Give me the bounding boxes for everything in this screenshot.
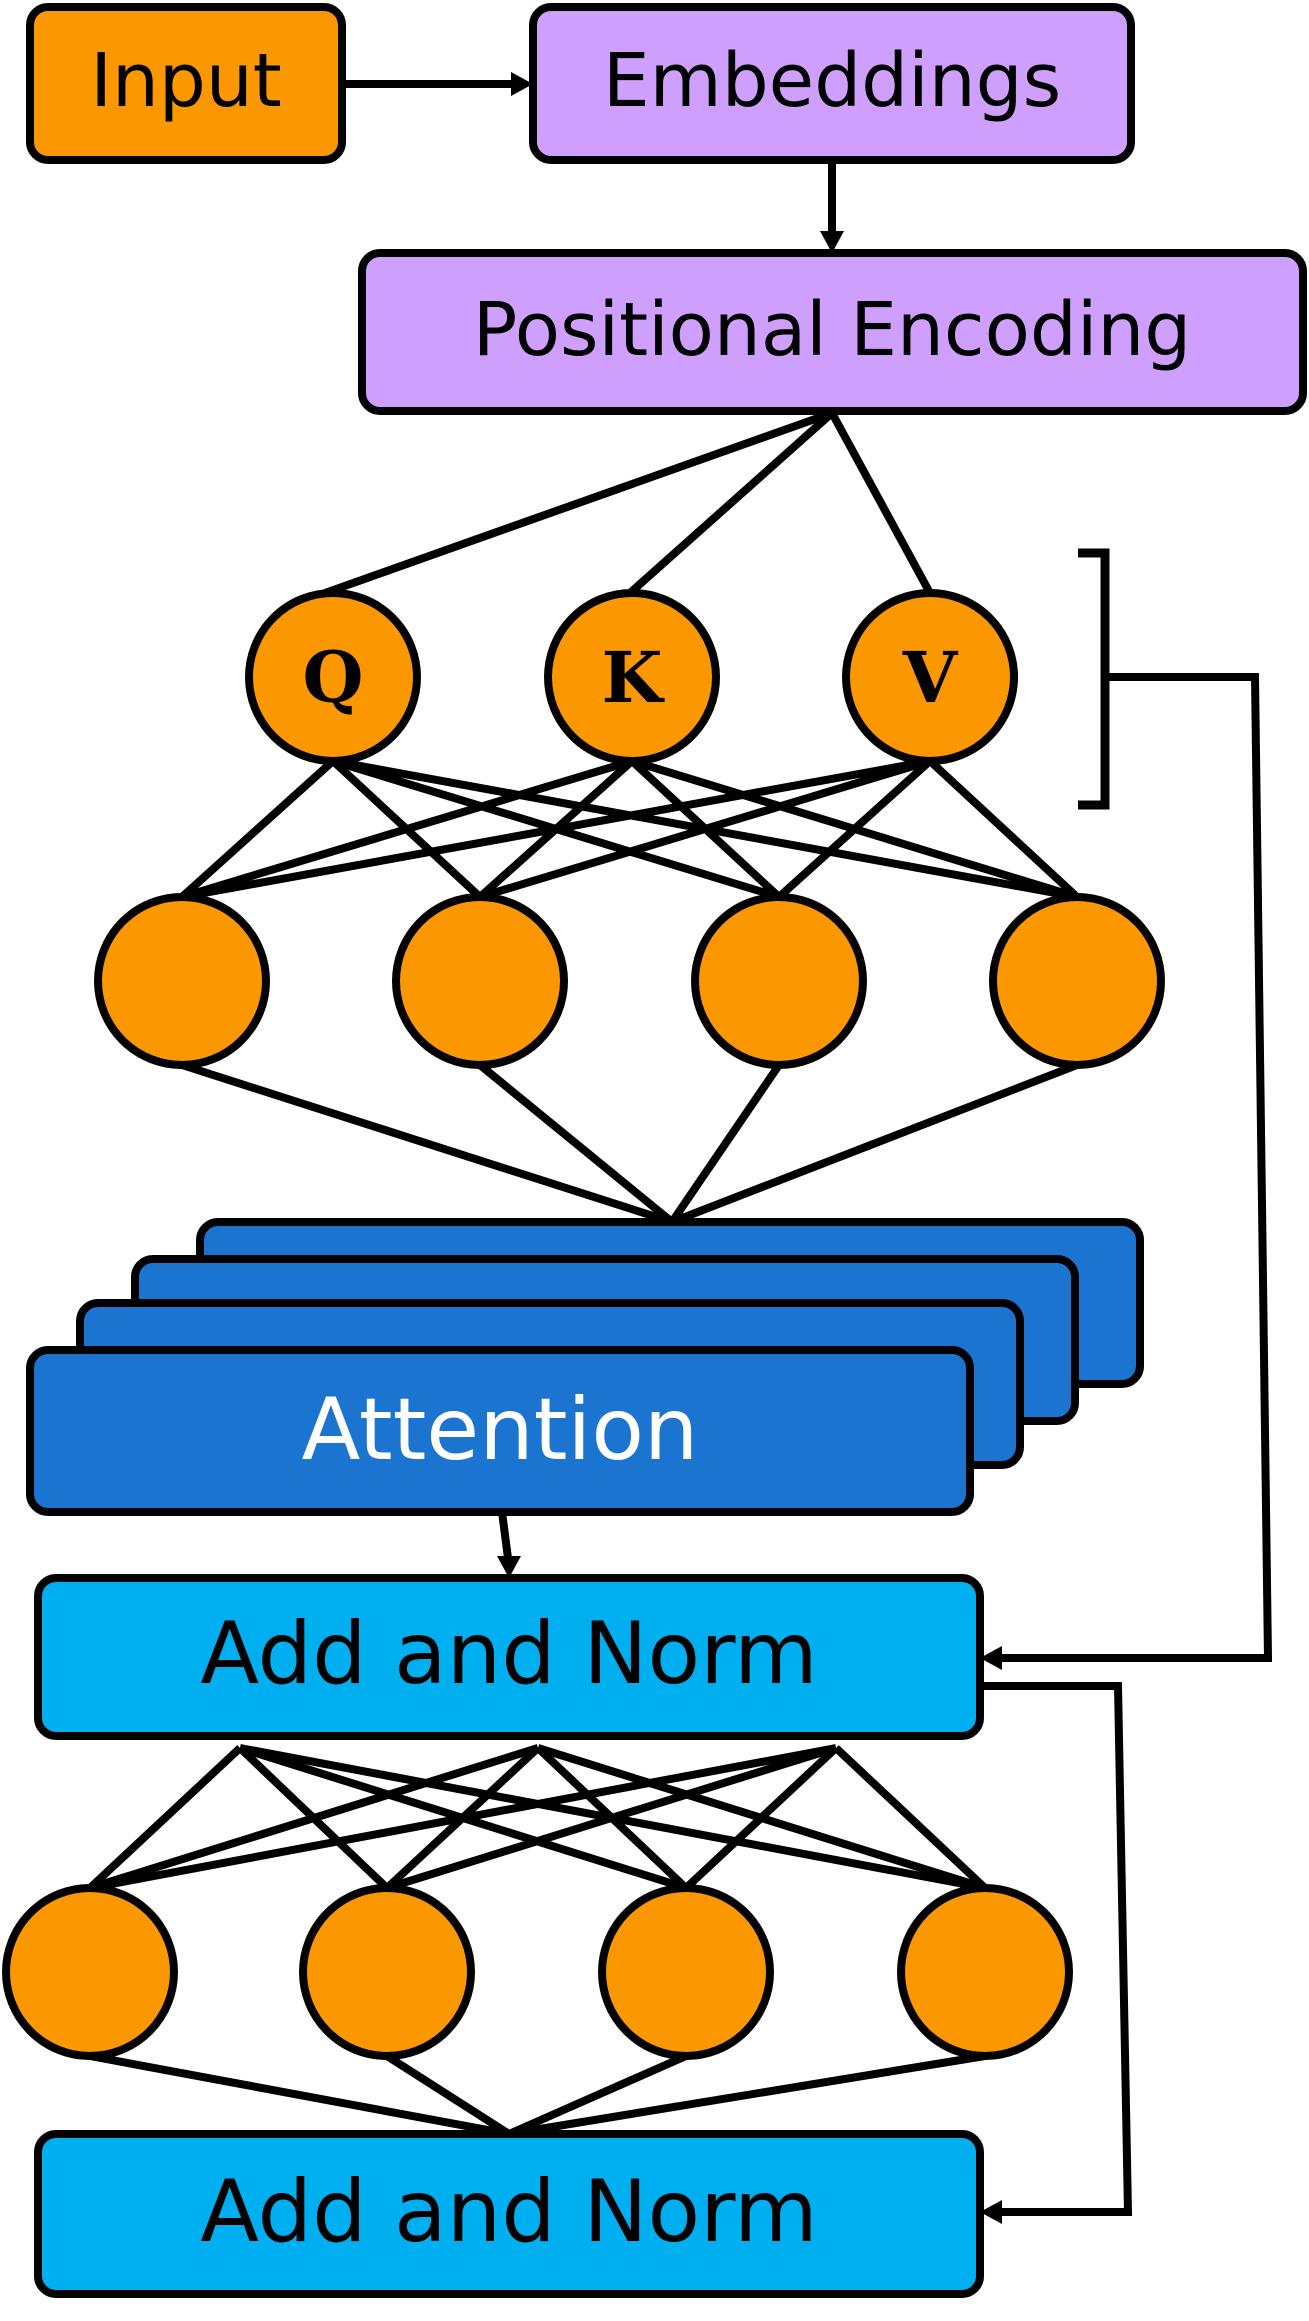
hidden-neuron	[691, 893, 867, 1069]
connection-lines	[87, 80, 1273, 2216]
input-box	[26, 3, 346, 164]
positional-encoding-node: Positional Encoding	[358, 249, 1307, 415]
hidden-to-attention-line	[477, 1061, 675, 1226]
positional-encoding-box	[358, 249, 1307, 415]
residual-2-arrowhead	[980, 2200, 1002, 2224]
addnorm-to-hidden-line	[385, 1744, 838, 1892]
hidden-neuron	[299, 1884, 475, 2060]
residual-1-path	[1002, 673, 1273, 1662]
embeddings-label: Embeddings	[603, 38, 1061, 124]
qkv-to-hidden-line	[181, 757, 931, 901]
embeddings-to-positional-arrowhead	[820, 231, 844, 253]
qkv-to-hidden-line	[927, 758, 1080, 900]
v-label: V	[902, 636, 959, 719]
hidden-neuron	[598, 1884, 774, 2060]
qkv-to-hidden-line	[478, 757, 932, 901]
attention-to-addnorm-line	[498, 1511, 512, 1559]
add-and-norm-2-box	[34, 2130, 984, 2298]
positional-to-q-line	[323, 409, 834, 597]
input-node: Input	[26, 3, 346, 164]
hidden-layer-1	[94, 893, 1165, 1069]
attention-to-addnorm-arrowhead	[497, 1556, 521, 1578]
qkv-to-hidden-line	[776, 758, 933, 900]
add-and-norm-2-label: Add and Norm	[200, 2162, 818, 2262]
hidden-neuron	[2, 1884, 178, 2060]
positional-to-k-line	[627, 410, 835, 596]
qkv-to-hidden-line	[180, 757, 634, 901]
hidden-to-attention-line	[670, 1061, 1079, 1226]
k-label: K	[602, 636, 665, 719]
positional-to-v-line	[828, 411, 934, 595]
embeddings-box	[529, 3, 1135, 164]
input-to-embeddings-arrowhead	[511, 72, 533, 96]
hidden-neuron	[392, 893, 568, 1069]
arrowheads	[497, 72, 1002, 2224]
addnorm-to-hidden-line	[87, 1745, 243, 1891]
residual-1-arrowhead	[980, 1646, 1002, 1670]
qkv-to-hidden-line	[179, 758, 336, 900]
embeddings-node: Embeddings	[529, 3, 1135, 164]
hidden-neuron	[989, 893, 1165, 1069]
hidden-to-attention-line	[668, 1062, 783, 1225]
addnorm-to-hidden-line	[88, 1744, 540, 1892]
residual-2-path	[980, 1682, 1133, 2216]
addnorm-to-hidden-line	[683, 1745, 839, 1891]
qkv-bracket	[1078, 548, 1110, 810]
hidden-to-addnorm-line	[89, 2052, 510, 2138]
addnorm-to-hidden-line	[89, 1744, 837, 1892]
k-node	[544, 589, 720, 765]
attention-head-front	[26, 1346, 974, 1516]
qkv-nodes: Q K V	[245, 589, 1018, 765]
hidden-to-addnorm-line	[507, 2052, 688, 2138]
addnorm-to-hidden-line	[833, 1745, 988, 1891]
input-label: Input	[90, 38, 282, 124]
hidden-to-addnorm-line	[384, 2052, 512, 2138]
hidden-to-addnorm-line	[508, 2052, 986, 2138]
attention-stack: Attention	[26, 1218, 1144, 1516]
attention-label: Attention	[302, 1380, 699, 1480]
add-and-norm-1-label: Add and Norm	[200, 1604, 818, 1704]
hidden-neuron	[94, 893, 270, 1069]
hidden-to-attention-line	[180, 1061, 674, 1226]
add-and-norm-2: Add and Norm	[34, 2130, 984, 2298]
hidden-layer-2	[2, 1884, 1073, 2060]
positional-encoding-label: Positional Encoding	[473, 287, 1192, 373]
hidden-neuron	[897, 1884, 1073, 2060]
q-node	[245, 589, 421, 765]
v-node	[842, 589, 1018, 765]
add-and-norm-1: Add and Norm	[34, 1574, 984, 1740]
q-label: Q	[303, 636, 364, 719]
